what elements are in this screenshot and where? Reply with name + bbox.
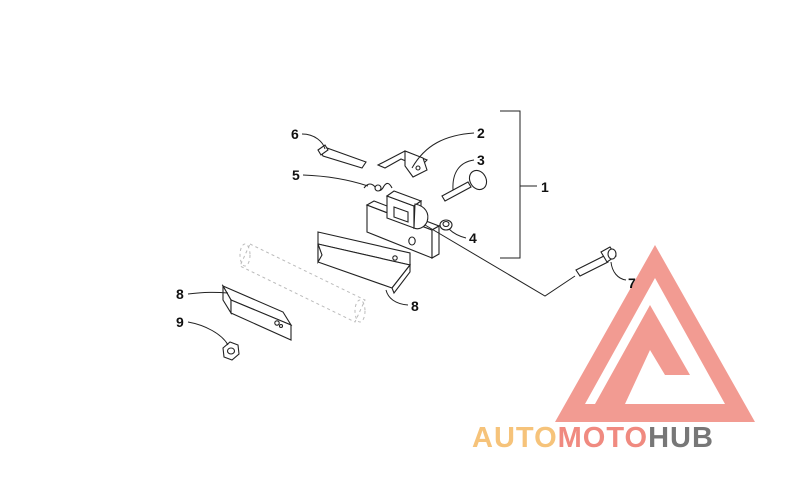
nut-large [222, 341, 240, 361]
watermark-wordmark: AUTOMOTOHUB [472, 422, 714, 454]
bolt-lower [575, 246, 617, 277]
callout-8-upper: 8 [411, 298, 419, 314]
leader-9 [187, 321, 229, 346]
leader-3 [452, 159, 475, 191]
logo-outer-triangle [555, 245, 755, 422]
leader-8a [187, 291, 229, 295]
group-bracket [500, 110, 521, 259]
wordmark-part-auto: AUTO [472, 422, 558, 454]
callout-1: 1 [541, 179, 549, 195]
callout-9: 9 [176, 314, 184, 330]
callout-4: 4 [469, 230, 477, 246]
leader-5 [302, 174, 369, 187]
nut-small [439, 219, 453, 231]
ghost-pin-outline [239, 243, 366, 323]
callout-2: 2 [477, 125, 485, 141]
channel-bar-lower [221, 283, 293, 341]
callout-8-lower: 8 [176, 286, 184, 302]
ring-pin [441, 169, 488, 202]
latch-body [385, 190, 429, 230]
leader-2 [411, 132, 475, 169]
logo-inner-mark [595, 305, 690, 404]
leader-6 [301, 133, 326, 150]
connector-line [424, 224, 576, 297]
bolt-upper [317, 144, 367, 169]
wordmark-part-moto: MOTO [558, 422, 648, 454]
callout-5: 5 [292, 167, 300, 183]
wordmark-part-hub: HUB [648, 422, 714, 454]
spring-clip [376, 150, 428, 178]
automotohub-logo [555, 245, 755, 422]
leader-4 [448, 228, 467, 239]
leader-7 [610, 261, 627, 281]
coil-spring [363, 182, 393, 192]
callout-3: 3 [477, 152, 485, 168]
leader-8b [385, 289, 409, 306]
callout-6: 6 [291, 126, 299, 142]
channel-bar-upper [317, 231, 411, 295]
callout-7: 7 [628, 275, 636, 291]
